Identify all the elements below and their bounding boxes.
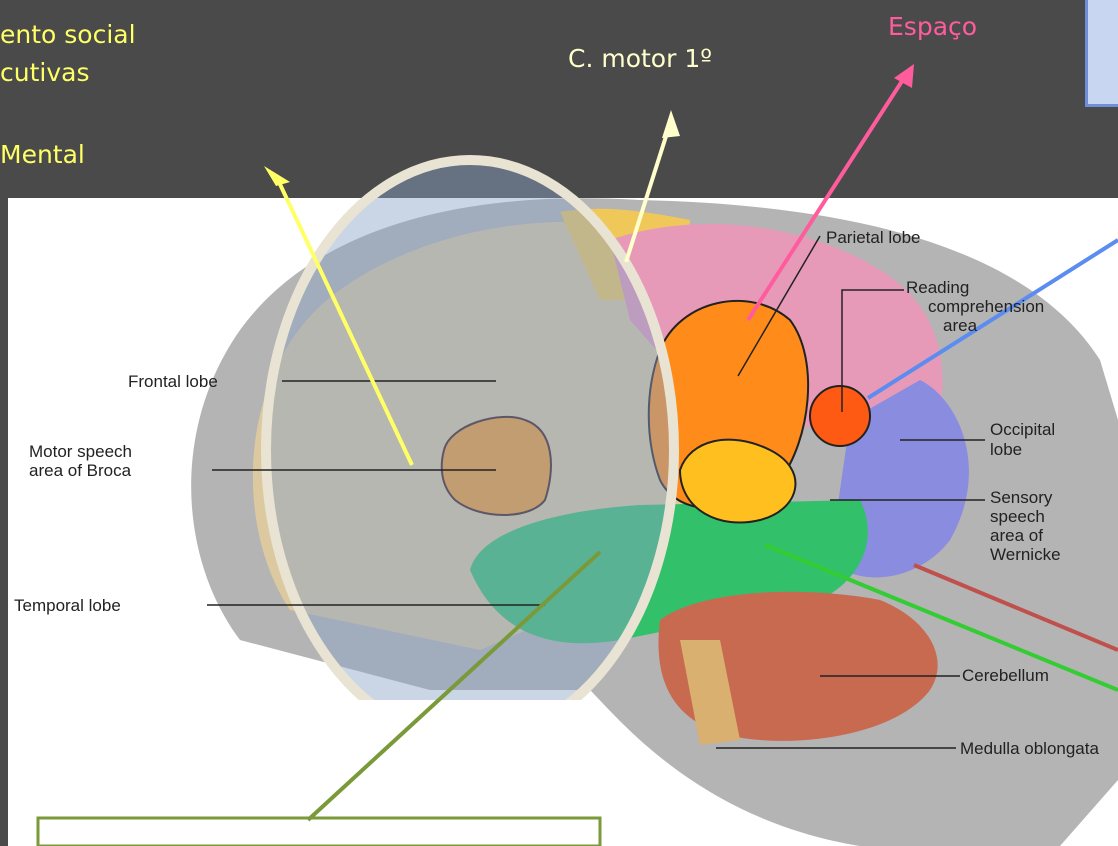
frontal-oval-highlight [266,160,674,740]
frontal-lobe-label: Frontal lobe [128,372,218,391]
wernicke-label-4: Wernicke [990,545,1061,564]
wernicke-label-3: area of [990,526,1043,545]
broca-label-1: Motor speech [29,442,132,461]
temporal-lobe-label: Temporal lobe [14,596,121,615]
reading-label-3: area [943,316,977,335]
reading-label-2: comprehension [928,297,1044,316]
medulla-label: Medulla oblongata [960,739,1099,758]
reading-area [810,386,870,446]
white-mask [8,700,584,846]
reading-label-1: Reading [906,278,969,297]
parietal-lobe-label: Parietal lobe [826,228,921,247]
broca-label-2: area of Broca [29,461,131,480]
wernicke-label-2: speech [990,507,1045,526]
occipital-label-2: lobe [990,440,1022,459]
wernicke-label-1: Sensory [990,488,1052,507]
cerebellum-label: Cerebellum [962,666,1049,685]
occipital-label-1: Occipital [990,420,1055,439]
